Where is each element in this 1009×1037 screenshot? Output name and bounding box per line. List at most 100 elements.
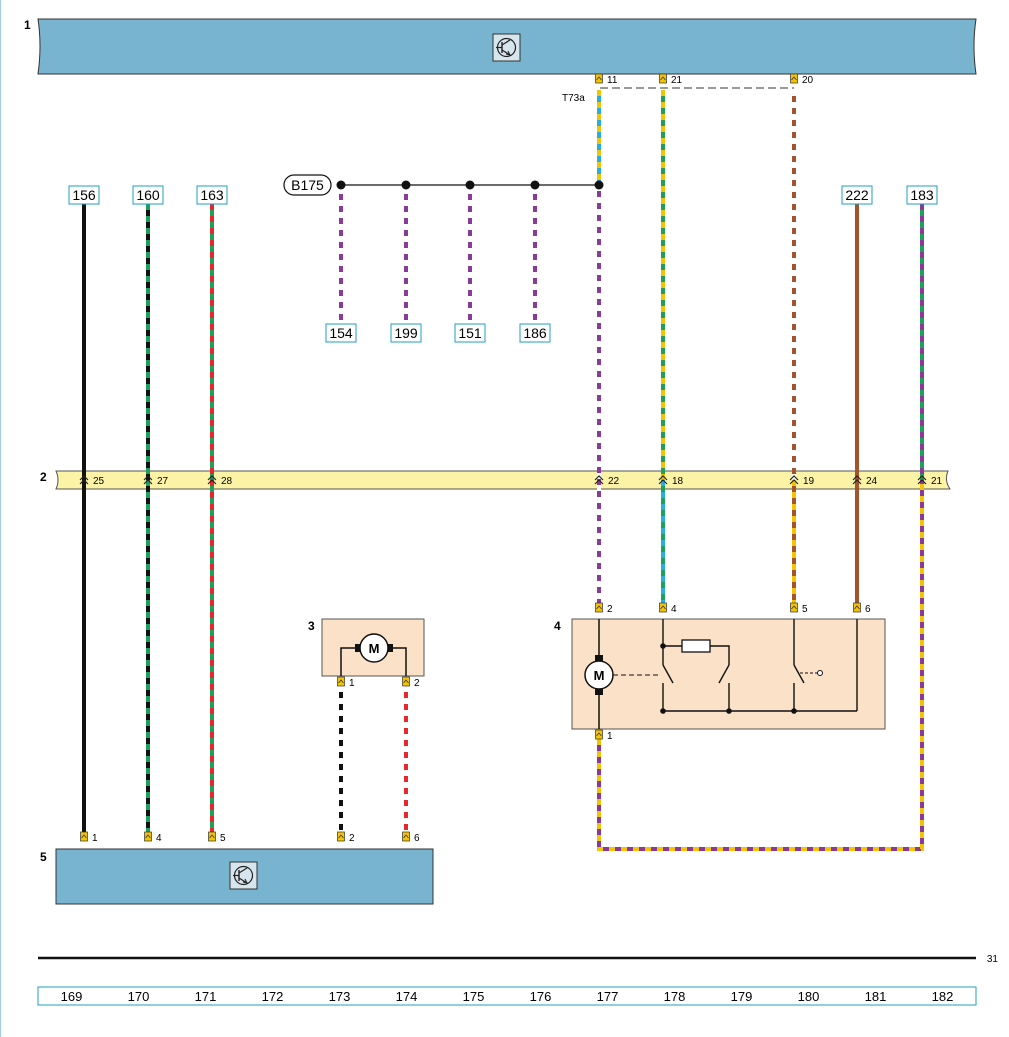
switch-pin: 4 xyxy=(671,604,677,615)
connector-strip-body xyxy=(55,470,951,490)
transistor-icon xyxy=(229,861,258,890)
connector-name: T73a xyxy=(562,93,585,104)
motor-icon xyxy=(359,633,389,663)
reference-box: 163 xyxy=(200,187,224,203)
grid-number: 177 xyxy=(597,989,619,1004)
grid-number: 169 xyxy=(61,989,83,1004)
top-pin: 11 xyxy=(607,75,618,86)
page-number: 31 xyxy=(987,954,999,965)
motor-pin-stub xyxy=(402,676,410,687)
reference-box: 154 xyxy=(329,325,353,341)
grid-number: 180 xyxy=(798,989,820,1004)
grid-number: 175 xyxy=(463,989,485,1004)
grid-number: 173 xyxy=(329,989,351,1004)
grid-number: 178 xyxy=(664,989,686,1004)
strip-pin: 21 xyxy=(931,476,943,487)
control-unit-bottom xyxy=(55,848,434,905)
reference-box: 156 xyxy=(72,187,96,203)
switch-unit: M xyxy=(571,618,886,730)
control-unit-top xyxy=(37,18,977,75)
motor-pin-stub xyxy=(337,676,345,687)
component-number-3: 3 xyxy=(308,619,315,633)
bottom-pin: 6 xyxy=(414,833,420,844)
strip-pin: 28 xyxy=(221,476,233,487)
reference-box-box xyxy=(841,185,873,205)
references: 156 160 163 222 183 154 199 151 186 xyxy=(68,185,938,343)
grid-ruler-numbers: 169 170 171 172 173 174 175 176 177 178 179 180 181 1… xyxy=(61,989,954,1004)
strip-pin: 22 xyxy=(608,476,620,487)
bottom-pin: 1 xyxy=(92,833,98,844)
top-pin: 21 xyxy=(671,75,683,86)
switch-contact xyxy=(793,664,805,684)
motor-pin: 2 xyxy=(414,678,420,689)
top-pin-stub xyxy=(595,73,603,84)
grid-number: 181 xyxy=(865,989,887,1004)
grid-number: 170 xyxy=(128,989,150,1004)
junction-label-box xyxy=(283,174,332,196)
bottom-pin-stub xyxy=(80,831,88,842)
top-pin: 20 xyxy=(802,75,814,86)
reference-box-box xyxy=(325,323,357,343)
grid-number: 176 xyxy=(530,989,552,1004)
resistor-icon xyxy=(681,639,711,653)
component-number-1: 1 xyxy=(24,18,31,32)
component-number-4: 4 xyxy=(554,619,561,633)
grid-number: 179 xyxy=(731,989,753,1004)
switch-pin-stub xyxy=(595,729,603,740)
bottom-pin-stub xyxy=(337,831,345,842)
junction: B175 xyxy=(283,174,604,196)
transistor-icon xyxy=(492,33,521,62)
reference-box-box xyxy=(454,323,486,343)
switch-pin-stub xyxy=(659,602,667,613)
reference-box: 183 xyxy=(910,187,934,203)
grid-ruler xyxy=(37,986,977,1006)
strip-pin: 24 xyxy=(866,476,878,487)
reference-box: 222 xyxy=(845,187,869,203)
bottom-pin: 4 xyxy=(156,833,162,844)
grid-number: 182 xyxy=(932,989,954,1004)
connector-strip xyxy=(55,470,951,490)
strip-pin: 19 xyxy=(803,476,815,487)
top-pin-stub xyxy=(659,73,667,84)
reference-box: 151 xyxy=(458,325,482,341)
switch-pin: 6 xyxy=(865,604,871,615)
bottom-pin-stub xyxy=(208,831,216,842)
motor-unit: M xyxy=(321,618,425,677)
grid-number: 171 xyxy=(195,989,217,1004)
junction-label: B175 xyxy=(291,177,324,193)
switch-pin-stub xyxy=(595,602,603,613)
grid-number: 174 xyxy=(396,989,418,1004)
reference-box: 186 xyxy=(523,325,547,341)
switch-pin-stub xyxy=(790,602,798,613)
wires xyxy=(82,90,924,851)
motor-pin: 1 xyxy=(349,678,355,689)
switch-pin: 1 xyxy=(607,731,613,742)
component-number-2: 2 xyxy=(40,470,47,484)
bottom-pin-stub xyxy=(402,831,410,842)
strip-pin: 25 xyxy=(93,476,105,487)
reference-box: 160 xyxy=(136,187,160,203)
switch-pin: 2 xyxy=(607,604,613,615)
reference-box-box xyxy=(132,185,164,205)
switch-pin: 5 xyxy=(802,604,808,615)
motor-symbol: M xyxy=(369,641,380,656)
top-pin-stub xyxy=(790,73,798,84)
bottom-pin-stub xyxy=(144,831,152,842)
switch-contact xyxy=(662,664,674,684)
grid-number: 172 xyxy=(262,989,284,1004)
reference-box-box xyxy=(519,323,551,343)
reference-box-box xyxy=(68,185,100,205)
switch-pin-stub xyxy=(853,602,861,613)
motor-symbol: M xyxy=(594,668,605,683)
reference-box-box xyxy=(390,323,422,343)
reference-box: 199 xyxy=(394,325,418,341)
component-number-5: 5 xyxy=(40,850,47,864)
reference-box-box xyxy=(906,185,938,205)
strip-pin: 18 xyxy=(672,476,684,487)
wire-violet-yellow-stripe xyxy=(597,480,924,851)
reference-box-box xyxy=(196,185,228,205)
bottom-pin: 2 xyxy=(349,833,355,844)
strip-pin: 27 xyxy=(157,476,169,487)
